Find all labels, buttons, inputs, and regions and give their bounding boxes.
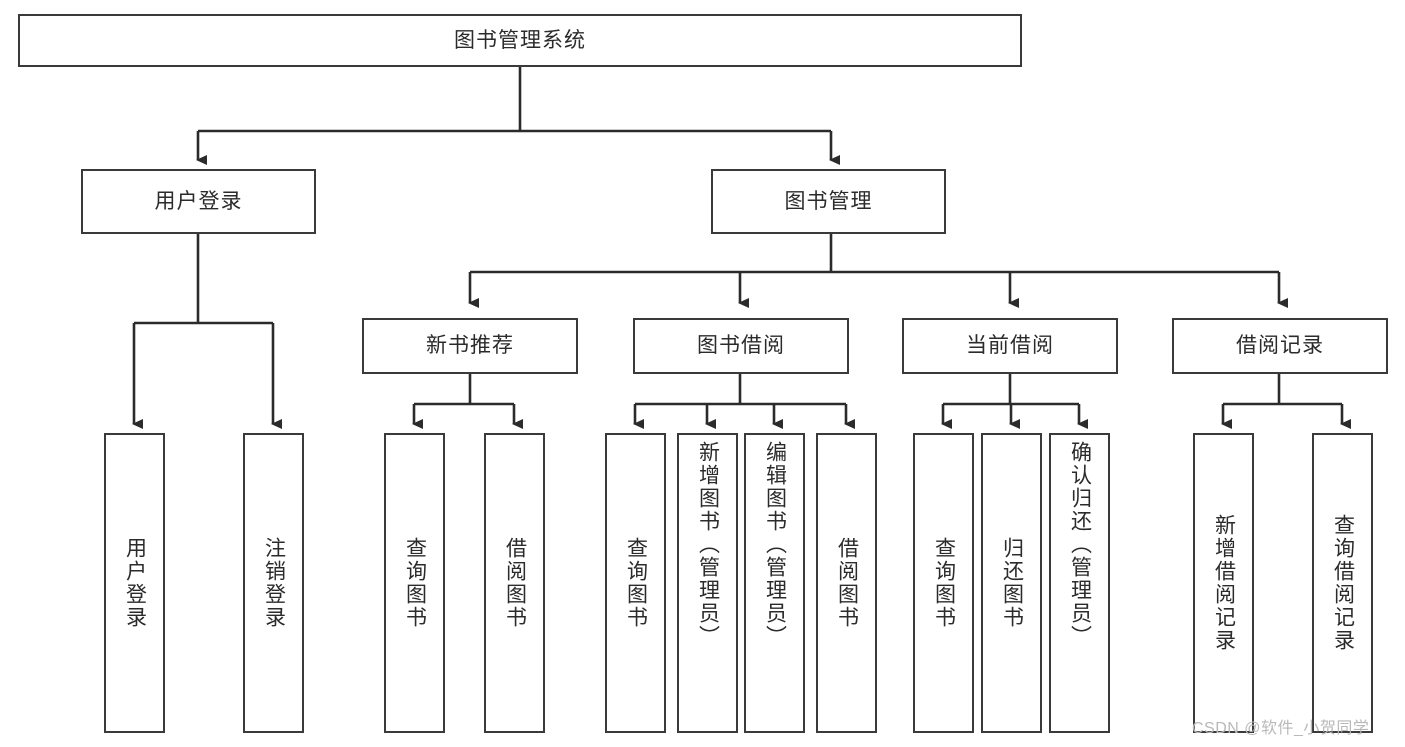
- leaf-query-book-borrow[interactable]: 查询图书: [605, 433, 666, 733]
- node-label: 注销登录: [262, 537, 286, 629]
- leaf-user-login[interactable]: 用户登录: [104, 433, 165, 733]
- leaf-add-borrow-record[interactable]: 新增借阅记录: [1193, 433, 1254, 733]
- leaf-borrow-book-recommend[interactable]: 借阅图书: [484, 433, 545, 733]
- node-label: 确认归还（管理员）: [1068, 441, 1092, 648]
- leaf-return-book[interactable]: 归还图书: [981, 433, 1042, 733]
- leaf-borrow-book[interactable]: 借阅图书: [816, 433, 877, 733]
- node-label: 新书推荐: [426, 334, 514, 358]
- leaf-edit-book-admin[interactable]: 编辑图书（管理员）: [744, 433, 805, 733]
- leaf-query-book-recommend[interactable]: 查询图书: [384, 433, 445, 733]
- node-label: 新增借阅记录: [1212, 514, 1236, 652]
- node-book-borrow[interactable]: 图书借阅: [633, 318, 849, 374]
- leaf-confirm-return-admin[interactable]: 确认归还（管理员）: [1049, 433, 1110, 733]
- node-book-management[interactable]: 图书管理: [711, 169, 946, 234]
- node-label: 图书管理系统: [454, 28, 586, 52]
- node-borrow-record[interactable]: 借阅记录: [1172, 318, 1388, 374]
- node-root-system[interactable]: 图书管理系统: [18, 14, 1022, 67]
- node-label: 图书管理: [784, 189, 873, 213]
- node-label: 新增图书（管理员）: [696, 441, 720, 648]
- node-user-login[interactable]: 用户登录: [81, 169, 316, 234]
- node-label: 查询图书: [932, 537, 956, 629]
- node-label: 归还图书: [1000, 537, 1024, 629]
- node-label: 借阅记录: [1236, 334, 1324, 358]
- node-label: 查询借阅记录: [1331, 514, 1355, 652]
- node-new-book-recommend[interactable]: 新书推荐: [362, 318, 578, 374]
- leaf-query-borrow-record[interactable]: 查询借阅记录: [1312, 433, 1373, 733]
- node-label: 用户登录: [123, 537, 147, 629]
- node-label: 编辑图书（管理员）: [763, 441, 787, 648]
- leaf-add-book-admin[interactable]: 新增图书（管理员）: [677, 433, 738, 733]
- node-current-borrow[interactable]: 当前借阅: [902, 318, 1118, 374]
- node-label: 用户登录: [154, 189, 243, 213]
- node-label: 查询图书: [624, 537, 648, 629]
- node-label: 借阅图书: [835, 537, 859, 629]
- node-label: 查询图书: [403, 537, 427, 629]
- csdn-watermark: CSDN @软件_小贺同学: [1192, 720, 1370, 737]
- node-label: 当前借阅: [966, 334, 1054, 358]
- leaf-query-book-current[interactable]: 查询图书: [913, 433, 974, 733]
- leaf-logout[interactable]: 注销登录: [243, 433, 304, 733]
- node-label: 借阅图书: [503, 537, 527, 629]
- node-label: 图书借阅: [697, 334, 785, 358]
